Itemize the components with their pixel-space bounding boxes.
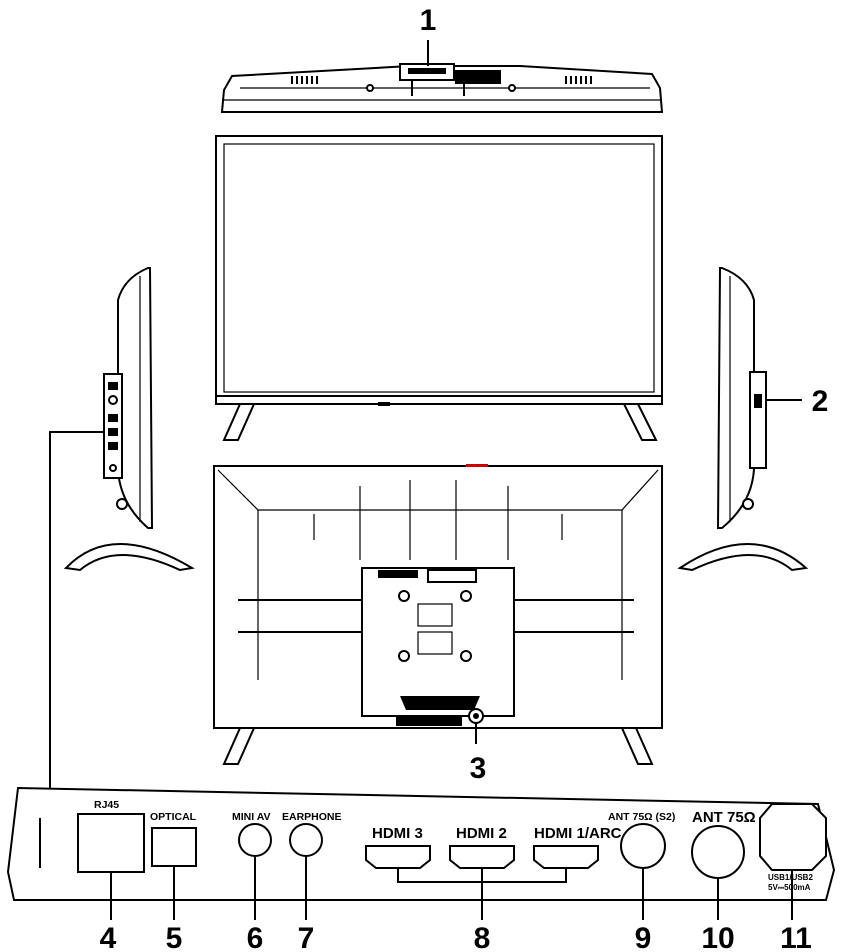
tv-top-view: 1 (220, 4, 664, 113)
usb-rating: 5V⎓500mA (768, 883, 811, 892)
callout-6: 6 (247, 922, 264, 952)
callout-3: 3 (470, 752, 487, 785)
callout-2: 2 (812, 385, 829, 418)
callout-8: 8 (474, 922, 491, 952)
callout-5: 5 (166, 922, 183, 952)
callout-10: 10 (701, 922, 734, 952)
top-vents-left (291, 76, 318, 84)
callout-7: 7 (298, 922, 315, 952)
ant-port (691, 825, 745, 879)
mini-av-port (238, 823, 272, 857)
tv-right-side-view: 2 (677, 267, 829, 572)
callout-1: 1 (420, 4, 437, 37)
front-right-foot (622, 403, 658, 441)
usb-port-housing (759, 803, 827, 871)
side-power-button (754, 394, 762, 408)
hdmi1-port (533, 845, 599, 869)
hdmi2-port (449, 845, 515, 869)
usb-label: USB1/USB2 (768, 873, 813, 882)
right-side-stand (677, 543, 809, 572)
ant-label: ANT 75Ω (692, 809, 756, 826)
front-left-foot (222, 403, 256, 441)
tv-left-side-view (49, 267, 195, 788)
rear-grille (400, 696, 480, 710)
callout-4: 4 (100, 922, 117, 952)
ant-s2-port (620, 823, 666, 869)
hdmi3-port (365, 845, 431, 869)
left-side-stand (63, 543, 195, 572)
rear-panel-box (361, 567, 515, 717)
ant-s2-label: ANT 75Ω (S2) (608, 811, 675, 823)
earphone-port (289, 823, 323, 857)
earphone-label: EARPHONE (282, 811, 342, 823)
top-grille (455, 70, 501, 84)
callout-4-bracket (49, 431, 104, 788)
rj45-label: RJ45 (94, 799, 119, 811)
rj45-port (77, 813, 145, 873)
hdmi3-label: HDMI 3 (372, 825, 423, 842)
hdmi-bracket (397, 868, 567, 920)
hdmi1-label: HDMI 1/ARC (534, 825, 622, 842)
callout-9: 9 (635, 922, 652, 952)
tv-front-view (215, 135, 663, 441)
top-vents-right (565, 76, 592, 84)
mini-av-label: MINI AV (232, 811, 271, 823)
optical-label: OPTICAL (150, 811, 197, 823)
tv-rear-view: 3 (213, 464, 663, 785)
connector-panel: RJ45 OPTICAL MINI AV EARPHONE HDMI 3 HDM… (6, 786, 836, 952)
rear-ribs (238, 480, 634, 633)
optical-port (151, 827, 197, 867)
hdmi2-label: HDMI 2 (456, 825, 507, 842)
callout-11: 11 (780, 922, 812, 952)
